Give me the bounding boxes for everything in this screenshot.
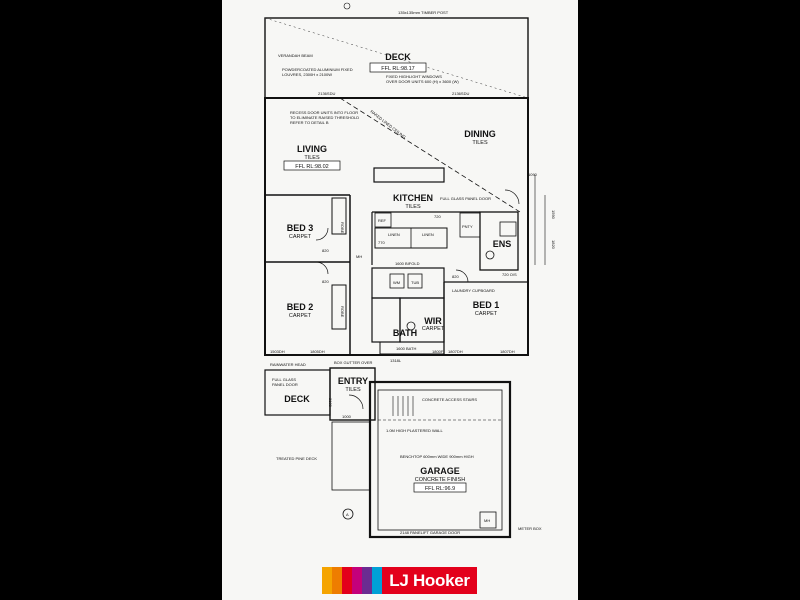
dim-820-bed3: 820: [322, 248, 329, 253]
dim-1800f: 1800F: [432, 349, 444, 354]
note-bifold: 1600 BIFOLD: [395, 261, 420, 266]
note-full-glass-2: PANEL DOOR: [272, 382, 298, 387]
note-ref: REF: [378, 218, 387, 223]
note-wm: WM: [393, 280, 400, 285]
dim-1503dh: 1503DH: [270, 349, 285, 354]
note-robe-bed2: ROBE: [340, 306, 345, 318]
note-timber-post: 135x135mm TIMBER POST: [398, 10, 449, 15]
level-deck: FFL RL:98.17: [381, 66, 414, 72]
room-bed3-sub: CARPET: [289, 234, 312, 240]
note-recess-3: REFER TO DETAIL B: [290, 120, 329, 125]
note-pnty: PNTY: [462, 224, 473, 229]
note-windows-2: OVER DOOR UNITS 600 (H) x 3600 (W): [386, 79, 459, 84]
logo-wordmark: LJ Hooker: [389, 570, 470, 590]
logo-stripe: [372, 567, 382, 594]
level-garage: FFL RL:96.9: [425, 486, 455, 492]
dim-720-os: 720 O/S: [502, 272, 517, 277]
dim-1000: 1000: [342, 414, 352, 419]
room-deck-top: DECK: [385, 52, 411, 62]
dim-1807dh-2: 1807DH: [500, 349, 515, 354]
logo-stripe: [332, 567, 342, 594]
dim-1805dh: 1805DH: [310, 349, 325, 354]
note-rainwater: RAINWATER HEAD: [270, 362, 306, 367]
room-bed3: BED 3: [287, 223, 314, 233]
note-pine-deck: TREATED PINE DECK: [276, 456, 317, 461]
note-mh-garage: MH: [484, 518, 490, 523]
note-mh: MH: [356, 254, 362, 259]
logo-stripes: [322, 567, 382, 594]
room-kitchen: KITCHEN: [393, 193, 433, 203]
logo-wordmark-box: LJ Hooker: [382, 567, 477, 594]
room-garage: GARAGE: [420, 466, 460, 476]
walls: [264, 2, 546, 539]
note-recess-2: TO ELIMINATE RAISED THRESHOLD: [290, 115, 359, 120]
note-plastered-wall: 1.0M HIGH PLASTERED WALL: [386, 428, 444, 433]
dim-820-bed1: 820: [452, 274, 459, 279]
room-living-sub: TILES: [304, 155, 320, 161]
note-bath-unit: 1600 BATH: [396, 346, 416, 351]
note-benchtop: BENCHTOP 600mm WIDE 900mm HIGH: [400, 454, 474, 459]
section-marker-a: A: [346, 512, 349, 517]
dim-1090: 1090: [528, 172, 538, 177]
room-ens: ENS: [493, 239, 512, 249]
dim-1318l: 1318L: [390, 358, 402, 363]
logo-stripe: [362, 567, 372, 594]
room-garage-sub: CONCRETE FINISH: [415, 477, 465, 483]
room-bed1-sub: CARPET: [475, 311, 498, 317]
room-wir-sub: CARPET: [422, 326, 445, 332]
room-kitchen-sub: TILES: [405, 204, 421, 210]
room-bed1: BED 1: [473, 300, 500, 310]
dim-2100: 2100: [328, 398, 333, 408]
note-recess-1: RECESS DOOR UNITS INTO FLOOR: [290, 110, 358, 115]
lj-hooker-logo: LJ Hooker: [322, 567, 477, 594]
room-bed2: BED 2: [287, 302, 314, 312]
room-deck-bottom: DECK: [284, 394, 310, 404]
floor-levels: FFL RL:98.17 FFL RL:98.02 FFL RL:96.9: [283, 62, 467, 493]
dim-1820: 1820: [551, 240, 556, 250]
note-linen-2: LINEN: [422, 232, 434, 237]
logo-stripe: [352, 567, 362, 594]
note-verandah-beam: VERANDAH BEAM: [278, 53, 313, 58]
note-full-glass-1: FULL GLASS: [272, 377, 296, 382]
dim-sdu-2: 2136SDU: [452, 91, 469, 96]
dim-820-bed2: 820: [322, 279, 329, 284]
room-wir: WIR: [424, 316, 442, 326]
dim-720: 720: [434, 214, 441, 219]
room-living: LIVING: [297, 144, 327, 154]
note-box-gutter: BOX GUTTER OVER: [334, 360, 373, 365]
note-garage-door: 2148 PANELIFT GARAGE DOOR: [400, 530, 460, 535]
dim-770: 770: [378, 240, 385, 245]
room-dining-sub: TILES: [472, 140, 488, 146]
room-labels: DECK LIVING TILES DINING TILES KITCHEN T…: [284, 52, 511, 483]
room-bath: BATH: [393, 328, 417, 338]
level-living: FFL RL:98.02: [295, 164, 328, 170]
note-windows-1: FIXED HIGHLIGHT WINDOWS: [386, 74, 442, 79]
note-robe-bed3: ROBE: [340, 222, 345, 234]
room-entry: ENTRY: [338, 376, 368, 386]
note-raked-ceiling: RAKED LINED CEILING: [369, 109, 407, 140]
dim-1590: 1590: [551, 210, 556, 220]
note-concrete-stairs: CONCRETE ACCESS STAIRS: [422, 397, 477, 402]
note-louvres-1: POWDERCOATED ALUMINIUM FIXED: [282, 67, 353, 72]
note-louvres-2: LOUVRES, 2300H x 2100W: [282, 72, 332, 77]
dim-1807dh: 1807DH: [448, 349, 463, 354]
note-meter-box: METER BOX: [518, 526, 542, 531]
room-bed2-sub: CARPET: [289, 313, 312, 319]
room-dining: DINING: [464, 129, 496, 139]
note-linen-1: LINEN: [388, 232, 400, 237]
logo-stripe: [342, 567, 352, 594]
note-tub: TUB: [411, 280, 419, 285]
dim-sdu-1: 2136SDU: [318, 91, 335, 96]
note-full-glass-door: FULL GLASS PANEL DOOR: [440, 196, 491, 201]
room-entry-sub: TILES: [345, 387, 361, 393]
dimensions: 2136SDU 2136SDU 720 770 820 820 820 1090…: [270, 91, 556, 419]
note-laundry: LAUNDRY CUPBOARD: [452, 288, 495, 293]
logo-stripe: [322, 567, 332, 594]
